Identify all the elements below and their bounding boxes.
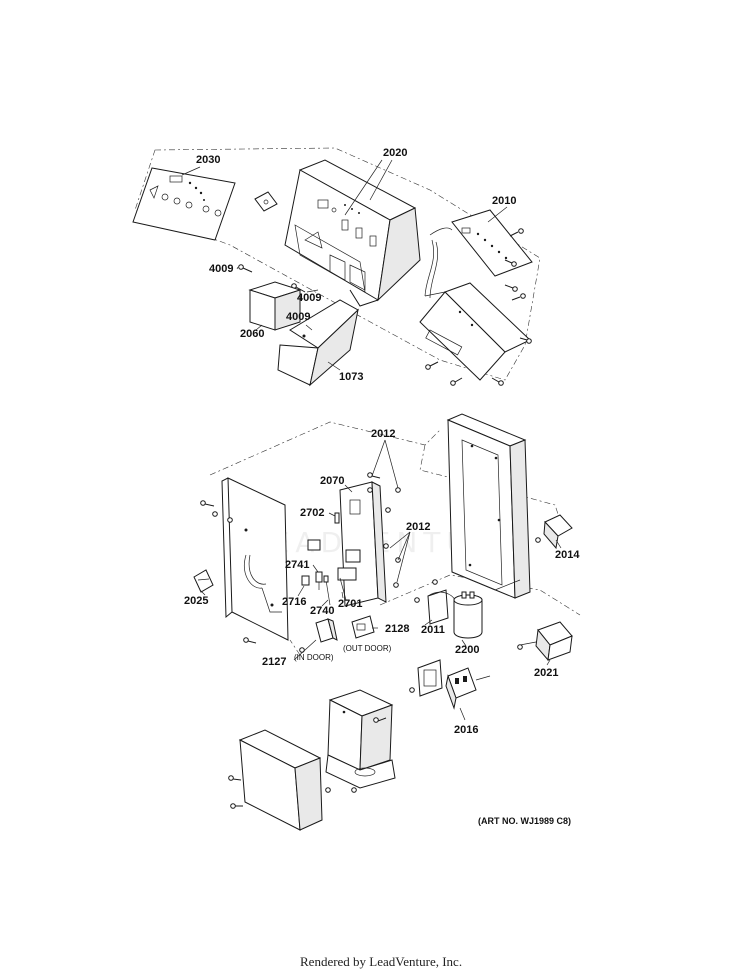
part-2014[interactable] xyxy=(543,514,573,550)
label-out-door: (OUT DOOR) xyxy=(343,644,392,653)
base-bracket[interactable] xyxy=(325,689,396,789)
callout-2010[interactable]: 2010 xyxy=(492,195,516,207)
callout-2200[interactable]: 2200 xyxy=(455,644,479,656)
base-cover-assembly xyxy=(228,689,396,831)
callout-2070[interactable]: 2070 xyxy=(320,475,344,487)
callout-2716[interactable]: 2716 xyxy=(282,596,306,608)
part-2128-switch[interactable] xyxy=(351,615,375,639)
callout-2030[interactable]: 2030 xyxy=(196,154,220,166)
callout-4009-b[interactable]: 4009 xyxy=(297,292,321,304)
footer-credit: Rendered by LeadVenture, Inc. xyxy=(300,954,462,969)
control-panel-assembly xyxy=(132,147,541,387)
callout-2741[interactable]: 2741 xyxy=(285,559,309,571)
part-2740[interactable] xyxy=(323,575,331,606)
callout-2014[interactable]: 2014 xyxy=(555,549,580,561)
callout-labels: 2030 2020 2010 4009 4009 4009 2060 1073 … xyxy=(184,147,580,826)
front-cover-panel[interactable] xyxy=(238,729,323,831)
callout-2128[interactable]: 2128 xyxy=(385,623,409,635)
part-2701[interactable] xyxy=(339,577,347,601)
callout-4009-a[interactable]: 4009 xyxy=(209,263,233,275)
part-2200-capacitor[interactable] xyxy=(453,591,483,639)
art-number: (ART NO. WJ1989 C8) xyxy=(478,816,571,826)
part-2702[interactable] xyxy=(334,512,340,524)
part-1073-cover[interactable] xyxy=(277,299,359,387)
callout-2060[interactable]: 2060 xyxy=(240,328,264,340)
callout-2701[interactable]: 2701 xyxy=(338,598,362,610)
callout-2012-a[interactable]: 2012 xyxy=(371,428,395,440)
callout-2012-b[interactable]: 2012 xyxy=(406,521,430,533)
callout-2020[interactable]: 2020 xyxy=(383,147,407,159)
callout-2127[interactable]: 2127 xyxy=(262,656,286,668)
callout-2740[interactable]: 2740 xyxy=(310,605,334,617)
part-2070-component-plate[interactable] xyxy=(337,481,387,607)
cabinet-frame[interactable] xyxy=(446,413,531,599)
part-2127-switch[interactable] xyxy=(315,618,338,643)
callout-4009-c[interactable]: 4009 xyxy=(286,311,310,323)
part-2716[interactable] xyxy=(301,575,310,586)
callout-2011[interactable]: 2011 xyxy=(421,624,445,636)
callout-2702[interactable]: 2702 xyxy=(300,507,324,519)
part-2025[interactable] xyxy=(193,569,214,593)
small-label-part[interactable] xyxy=(254,191,278,212)
screws-middle xyxy=(200,472,541,693)
relay-part[interactable] xyxy=(307,539,321,551)
part-2016-terminal[interactable] xyxy=(445,667,491,710)
callout-2021[interactable]: 2021 xyxy=(534,667,558,679)
part-main-power-board[interactable] xyxy=(419,282,531,381)
part-2011-bracket[interactable] xyxy=(427,589,456,625)
part-2021-transformer[interactable] xyxy=(519,621,573,662)
part-2010-control-board[interactable] xyxy=(424,209,533,299)
part-2741[interactable] xyxy=(315,571,323,590)
screws-bottom xyxy=(228,717,387,809)
callout-2016[interactable]: 2016 xyxy=(454,724,478,736)
label-in-door: (IN DOOR) xyxy=(294,653,334,662)
part-2030-overlay[interactable] xyxy=(132,167,236,241)
electrical-box-assembly xyxy=(193,413,581,721)
bracket-part[interactable] xyxy=(417,659,443,697)
callout-1073[interactable]: 1073 xyxy=(339,371,363,383)
callout-2025[interactable]: 2025 xyxy=(184,595,208,607)
part-2060-cover[interactable] xyxy=(248,281,302,331)
part-2020-control-housing[interactable] xyxy=(284,159,421,307)
back-panel[interactable] xyxy=(221,477,289,641)
